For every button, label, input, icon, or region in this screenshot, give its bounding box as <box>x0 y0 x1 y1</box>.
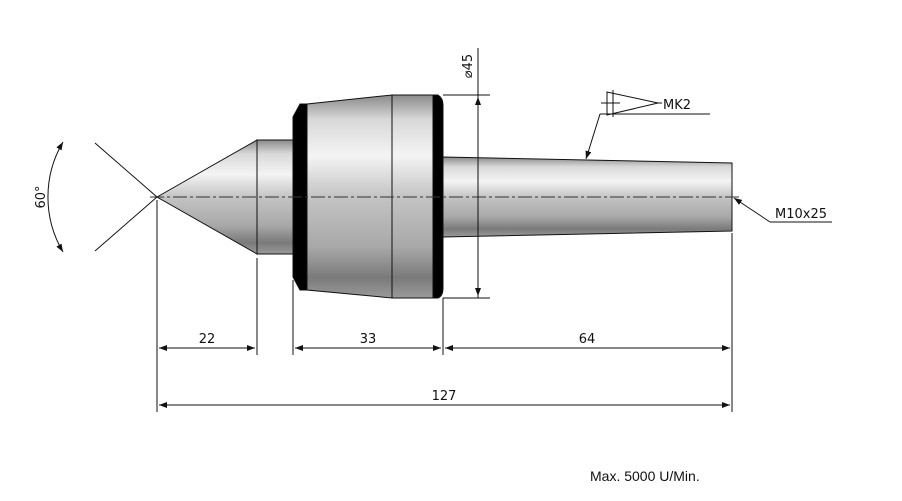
thread-label: M10x25 <box>775 207 827 222</box>
taper-label: MK2 <box>663 98 691 113</box>
diameter-label: ⌀45 <box>461 54 476 78</box>
angle-arc <box>47 141 64 253</box>
angle-label: 60° <box>34 185 49 208</box>
dim-64: 64 <box>579 332 596 347</box>
speed-note: Max. 5000 U/Min. <box>590 468 700 484</box>
dim-33: 33 <box>360 332 377 347</box>
dim-127: 127 <box>432 389 457 404</box>
dim-22: 22 <box>199 332 216 347</box>
